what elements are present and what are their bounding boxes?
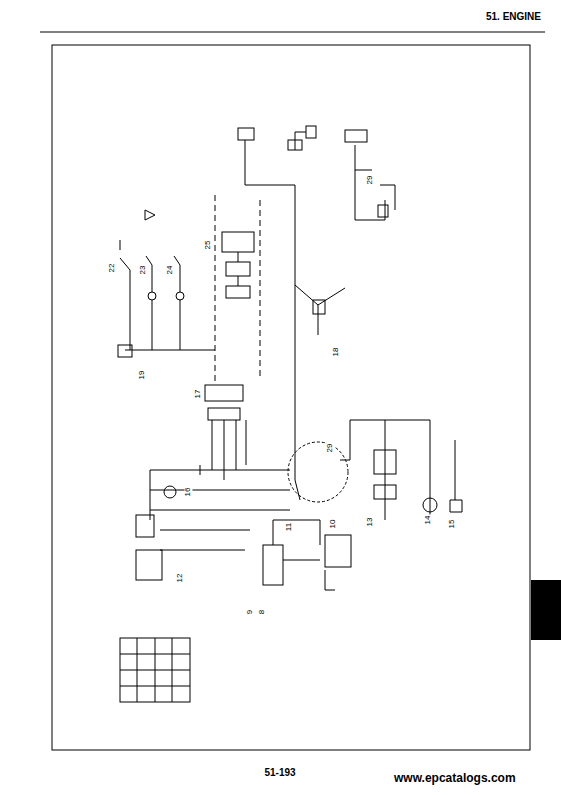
connector [136, 515, 154, 537]
wire [355, 145, 395, 220]
lamp-16 [164, 486, 176, 498]
callout-number: 15 [448, 519, 456, 530]
callout-number: 8 [258, 609, 266, 615]
lamp [148, 292, 156, 300]
connector [208, 408, 240, 420]
wire [325, 570, 335, 590]
wire [295, 132, 306, 150]
callout-number: 18 [332, 347, 340, 358]
relay-19 [118, 345, 132, 357]
relay-9-8 [263, 545, 283, 585]
wire [260, 200, 261, 380]
connector [238, 128, 254, 140]
wire [273, 520, 320, 560]
page-number: 51-193 [265, 768, 296, 778]
component-10 [325, 535, 351, 567]
callout-number: 11 [285, 522, 293, 532]
warning-triangle [145, 210, 155, 220]
frame [52, 45, 530, 750]
wire [295, 285, 345, 335]
ring-29 [288, 442, 348, 502]
sensor-14 [423, 498, 437, 512]
callout-number: 10 [329, 519, 337, 530]
callout-number: 23 [139, 265, 147, 276]
callout-number: 13 [366, 517, 374, 528]
connector [226, 286, 250, 298]
wire [212, 420, 246, 480]
watermark: www.epcatalogs.com [394, 772, 516, 784]
callout-number: 22 [108, 263, 116, 274]
component-29 [378, 205, 388, 217]
callout-number: 16 [184, 487, 192, 498]
sensor-15 [450, 440, 462, 512]
connector [288, 140, 302, 150]
connector-17 [205, 385, 243, 401]
table [120, 638, 190, 702]
callout-number: 12 [176, 573, 184, 584]
connector-13 [374, 450, 396, 474]
wire [150, 465, 200, 520]
callout-number: 24 [166, 265, 174, 276]
lamp [176, 292, 184, 300]
connector-25 [222, 232, 254, 252]
connector [345, 130, 367, 142]
wire [120, 240, 215, 350]
connector [374, 485, 396, 499]
table-grid [120, 638, 190, 702]
callout-number: 25 [204, 240, 212, 251]
page-header: 51. ENGINE [486, 12, 541, 22]
wire [245, 140, 295, 480]
wire [295, 420, 430, 520]
callout-number: 19 [138, 370, 146, 381]
connector-12 [136, 550, 162, 580]
header-rule [40, 31, 545, 32]
callout-number: 14 [424, 515, 432, 526]
wire [215, 195, 216, 385]
callout-number: 29 [326, 443, 334, 454]
connector-18 [313, 300, 325, 314]
wire [150, 470, 290, 550]
connector [226, 262, 250, 276]
callout-number: 17 [194, 389, 202, 400]
wire [238, 252, 239, 286]
callout-number: 9 [246, 609, 254, 615]
section-tab [531, 580, 561, 640]
connector [306, 126, 316, 138]
callout-number: 29 [366, 175, 374, 186]
